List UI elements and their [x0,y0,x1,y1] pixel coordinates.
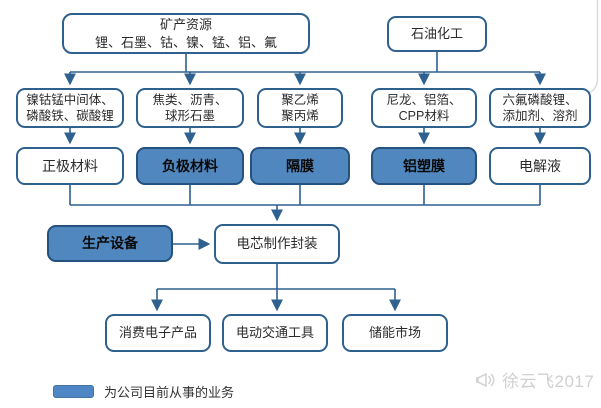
electric-vehicles-label: 电动交通工具 [235,325,314,341]
node-production-equipment: 生产设备 [47,225,173,262]
aluminum-plastic-film-label: 铝塑膜 [403,157,445,174]
raw-nylon-line2: CPP材料 [398,109,450,123]
cell-assembly-label: 电芯制作封装 [236,236,318,252]
raw-lipf6-line1: 六氟磷酸锂、 [502,92,578,107]
legend-label: 为公司目前从事的业务 [104,385,235,400]
node-petrochemical: 石油化工 [387,16,487,52]
mineral-resources-title: 矿产资源 [159,17,212,33]
energy-storage-label: 储能市场 [368,325,421,341]
raw-nylon-line1: 尼龙、铝箔、 [386,92,462,107]
raw-coke-line2: 球形石墨 [164,109,215,123]
node-anode-material: 负极材料 [136,147,244,185]
node-electrolyte: 电解液 [489,147,591,185]
electrolyte-label: 电解液 [519,157,561,174]
separator-label: 隔膜 [286,157,314,174]
watermark: 徐云飞2017 [474,367,594,392]
node-raw-nylon-foil: 尼龙、铝箔、 CPP材料 [371,88,477,128]
legend-highlight-swatch [53,385,94,398]
node-aluminum-plastic-film: 铝塑膜 [371,147,477,185]
raw-coke-line1: 焦类、沥青、 [152,92,228,107]
production-equipment-label: 生产设备 [82,235,138,252]
consumer-electronics-label: 消费电子产品 [118,325,197,341]
raw-lipf6-line2: 添加剂、溶剂 [502,109,578,123]
raw-precursors-line1: 镍钴锰中间体、 [26,92,114,107]
raw-pe-line1: 聚乙烯 [281,92,319,107]
raw-pe-line2: 聚丙烯 [281,109,319,123]
node-separator: 隔膜 [250,147,350,185]
node-raw-polyethylene: 聚乙烯 聚丙烯 [257,88,343,128]
watermark-text: 徐云飞2017 [502,372,595,391]
node-consumer-electronics: 消费电子产品 [105,314,211,352]
node-raw-precursors: 镍钴锰中间体、 磷酸铁、碳酸锂 [16,88,124,128]
anode-material-label: 负极材料 [162,157,218,174]
node-cell-assembly: 电芯制作封装 [214,224,340,264]
raw-precursors-line2: 磷酸铁、碳酸锂 [26,109,114,123]
petrochemical-label: 石油化工 [410,26,463,42]
megaphone-icon [475,372,495,387]
cathode-material-label: 正极材料 [42,157,98,174]
node-mineral-resources: 矿产资源 锂、石墨、钴、镍、锰、铝、氟 [62,13,310,54]
node-energy-storage: 储能市场 [342,314,448,352]
mineral-resources-items: 锂、石墨、钴、镍、锰、铝、氟 [94,34,277,50]
node-raw-coke-pitch: 焦类、沥青、 球形石墨 [136,88,244,128]
node-raw-lipf6: 六氟磷酸锂、 添加剂、溶剂 [489,88,591,128]
node-cathode-material: 正极材料 [16,147,124,185]
node-electric-vehicles: 电动交通工具 [222,314,328,352]
